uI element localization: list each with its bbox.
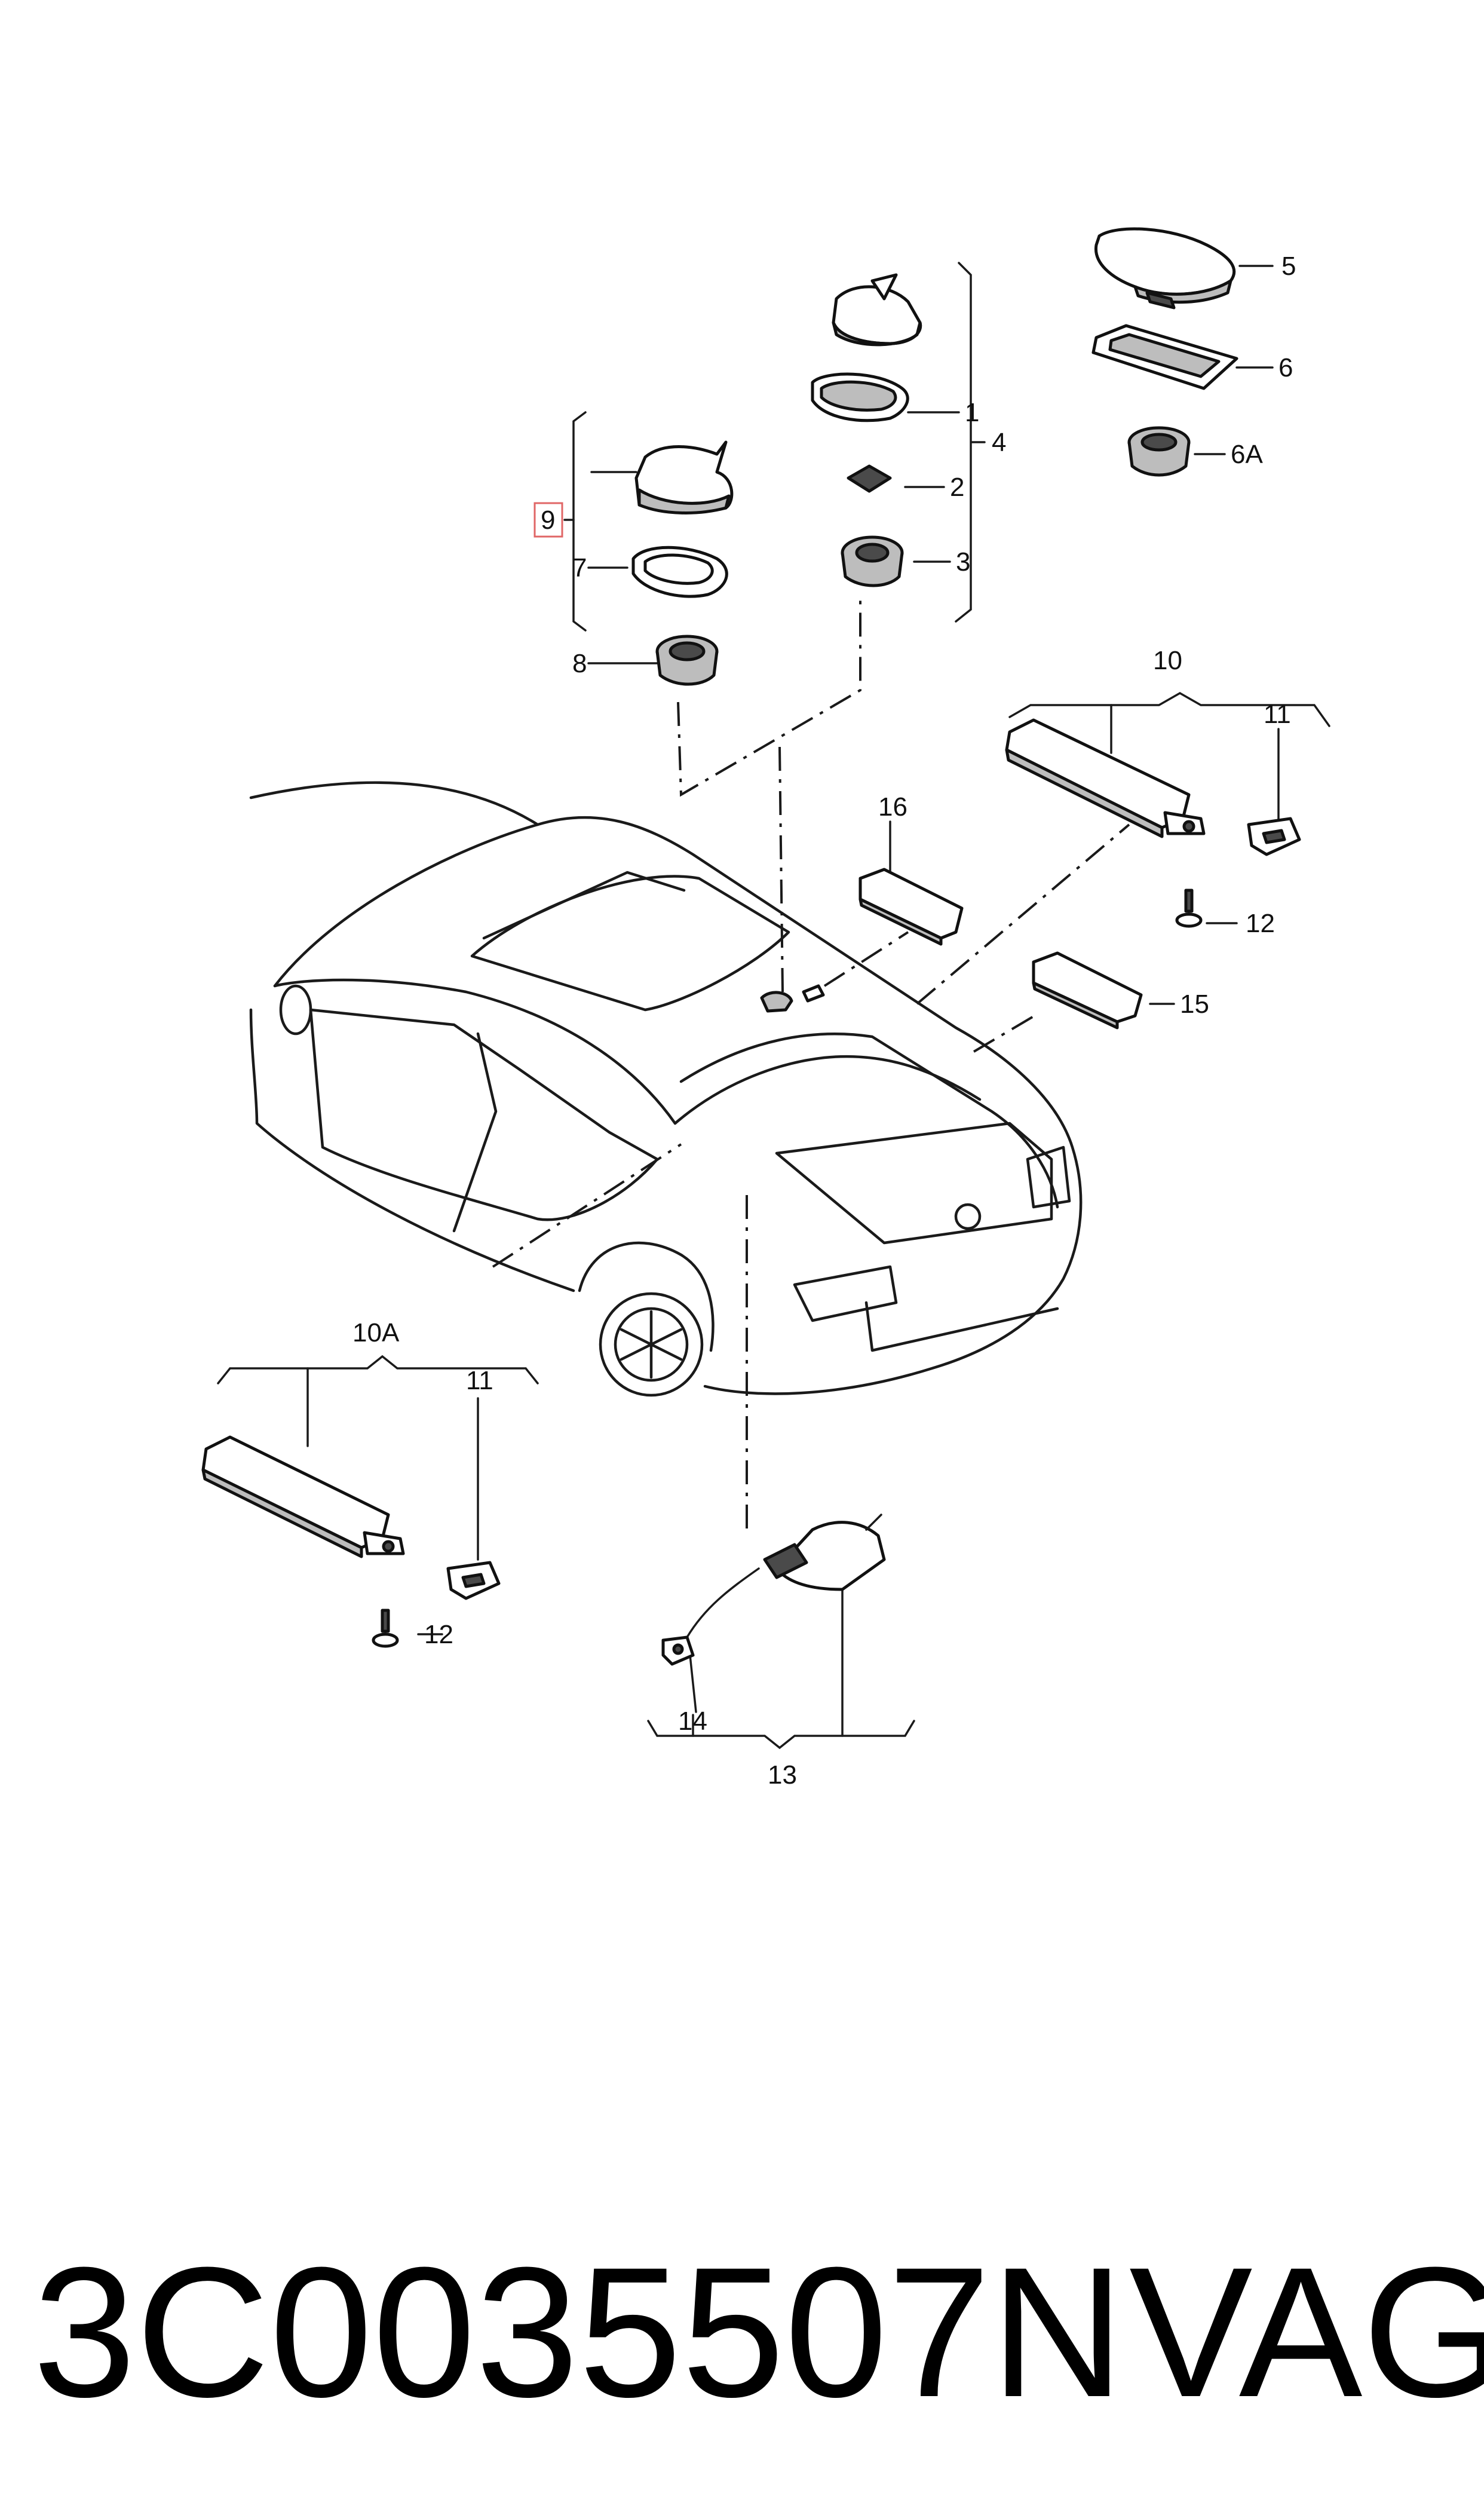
part-13-gps-module	[686, 1514, 886, 1638]
footer: 3C0035507N VAG	[33, 2228, 1484, 2436]
callout-16: 16	[878, 792, 907, 822]
part-8-base	[655, 635, 719, 686]
callout-labels: 5 6 6A 1 4 2 3 9 7 8 10 11 12 16 15 10A …	[352, 252, 1296, 1790]
part-7-gasket	[631, 546, 728, 598]
callout-12-right: 12	[1246, 909, 1275, 938]
callout-13: 13	[768, 1760, 797, 1790]
callout-6: 6	[1278, 353, 1293, 382]
part-16-connector	[858, 868, 964, 946]
callout-6a: 6A	[1231, 440, 1263, 469]
callout-4: 4	[992, 428, 1006, 457]
part-15-connector	[1032, 951, 1143, 1030]
part-11-clip-a	[1247, 817, 1301, 856]
callout-2: 2	[950, 473, 964, 502]
part-6a-base	[1127, 426, 1191, 477]
callout-11-left: 11	[466, 1366, 493, 1395]
callout-7: 7	[572, 553, 587, 583]
callout-1: 1	[965, 398, 979, 427]
part-14-ground-terminal	[661, 1635, 695, 1666]
leader-lines	[217, 262, 1330, 1750]
part-2-pad	[847, 464, 892, 493]
part-3-base	[841, 535, 904, 587]
part-number: 3C0035507N	[33, 2228, 1124, 2436]
callout-9-highlight	[533, 502, 563, 538]
part-10a-amplifier	[201, 1435, 405, 1558]
car-outline	[249, 781, 1083, 1397]
part-10-amplifier	[1005, 718, 1206, 838]
callout-9: 9	[541, 506, 555, 535]
callout-15: 15	[1180, 990, 1209, 1019]
brand-name: VAG	[1129, 2228, 1484, 2436]
part-12-screw-a	[1175, 889, 1203, 928]
callout-10a: 10A	[352, 1318, 400, 1347]
part-12-screw-b	[372, 1609, 399, 1648]
part-4-antenna-assembly	[832, 273, 922, 347]
callout-11-right: 11	[1264, 700, 1291, 729]
part-6-seal	[1091, 324, 1238, 390]
callout-8: 8	[572, 649, 587, 678]
callout-3: 3	[956, 547, 970, 577]
callout-12-left: 12	[424, 1620, 453, 1649]
part-5-fin-antenna	[1094, 227, 1236, 310]
part-9-antenna	[634, 440, 734, 514]
part-1-seal	[811, 372, 909, 422]
callout-14: 14	[678, 1707, 707, 1736]
part-11-clip-b	[446, 1561, 501, 1600]
callout-5: 5	[1281, 252, 1296, 281]
callout-10: 10	[1153, 646, 1182, 675]
